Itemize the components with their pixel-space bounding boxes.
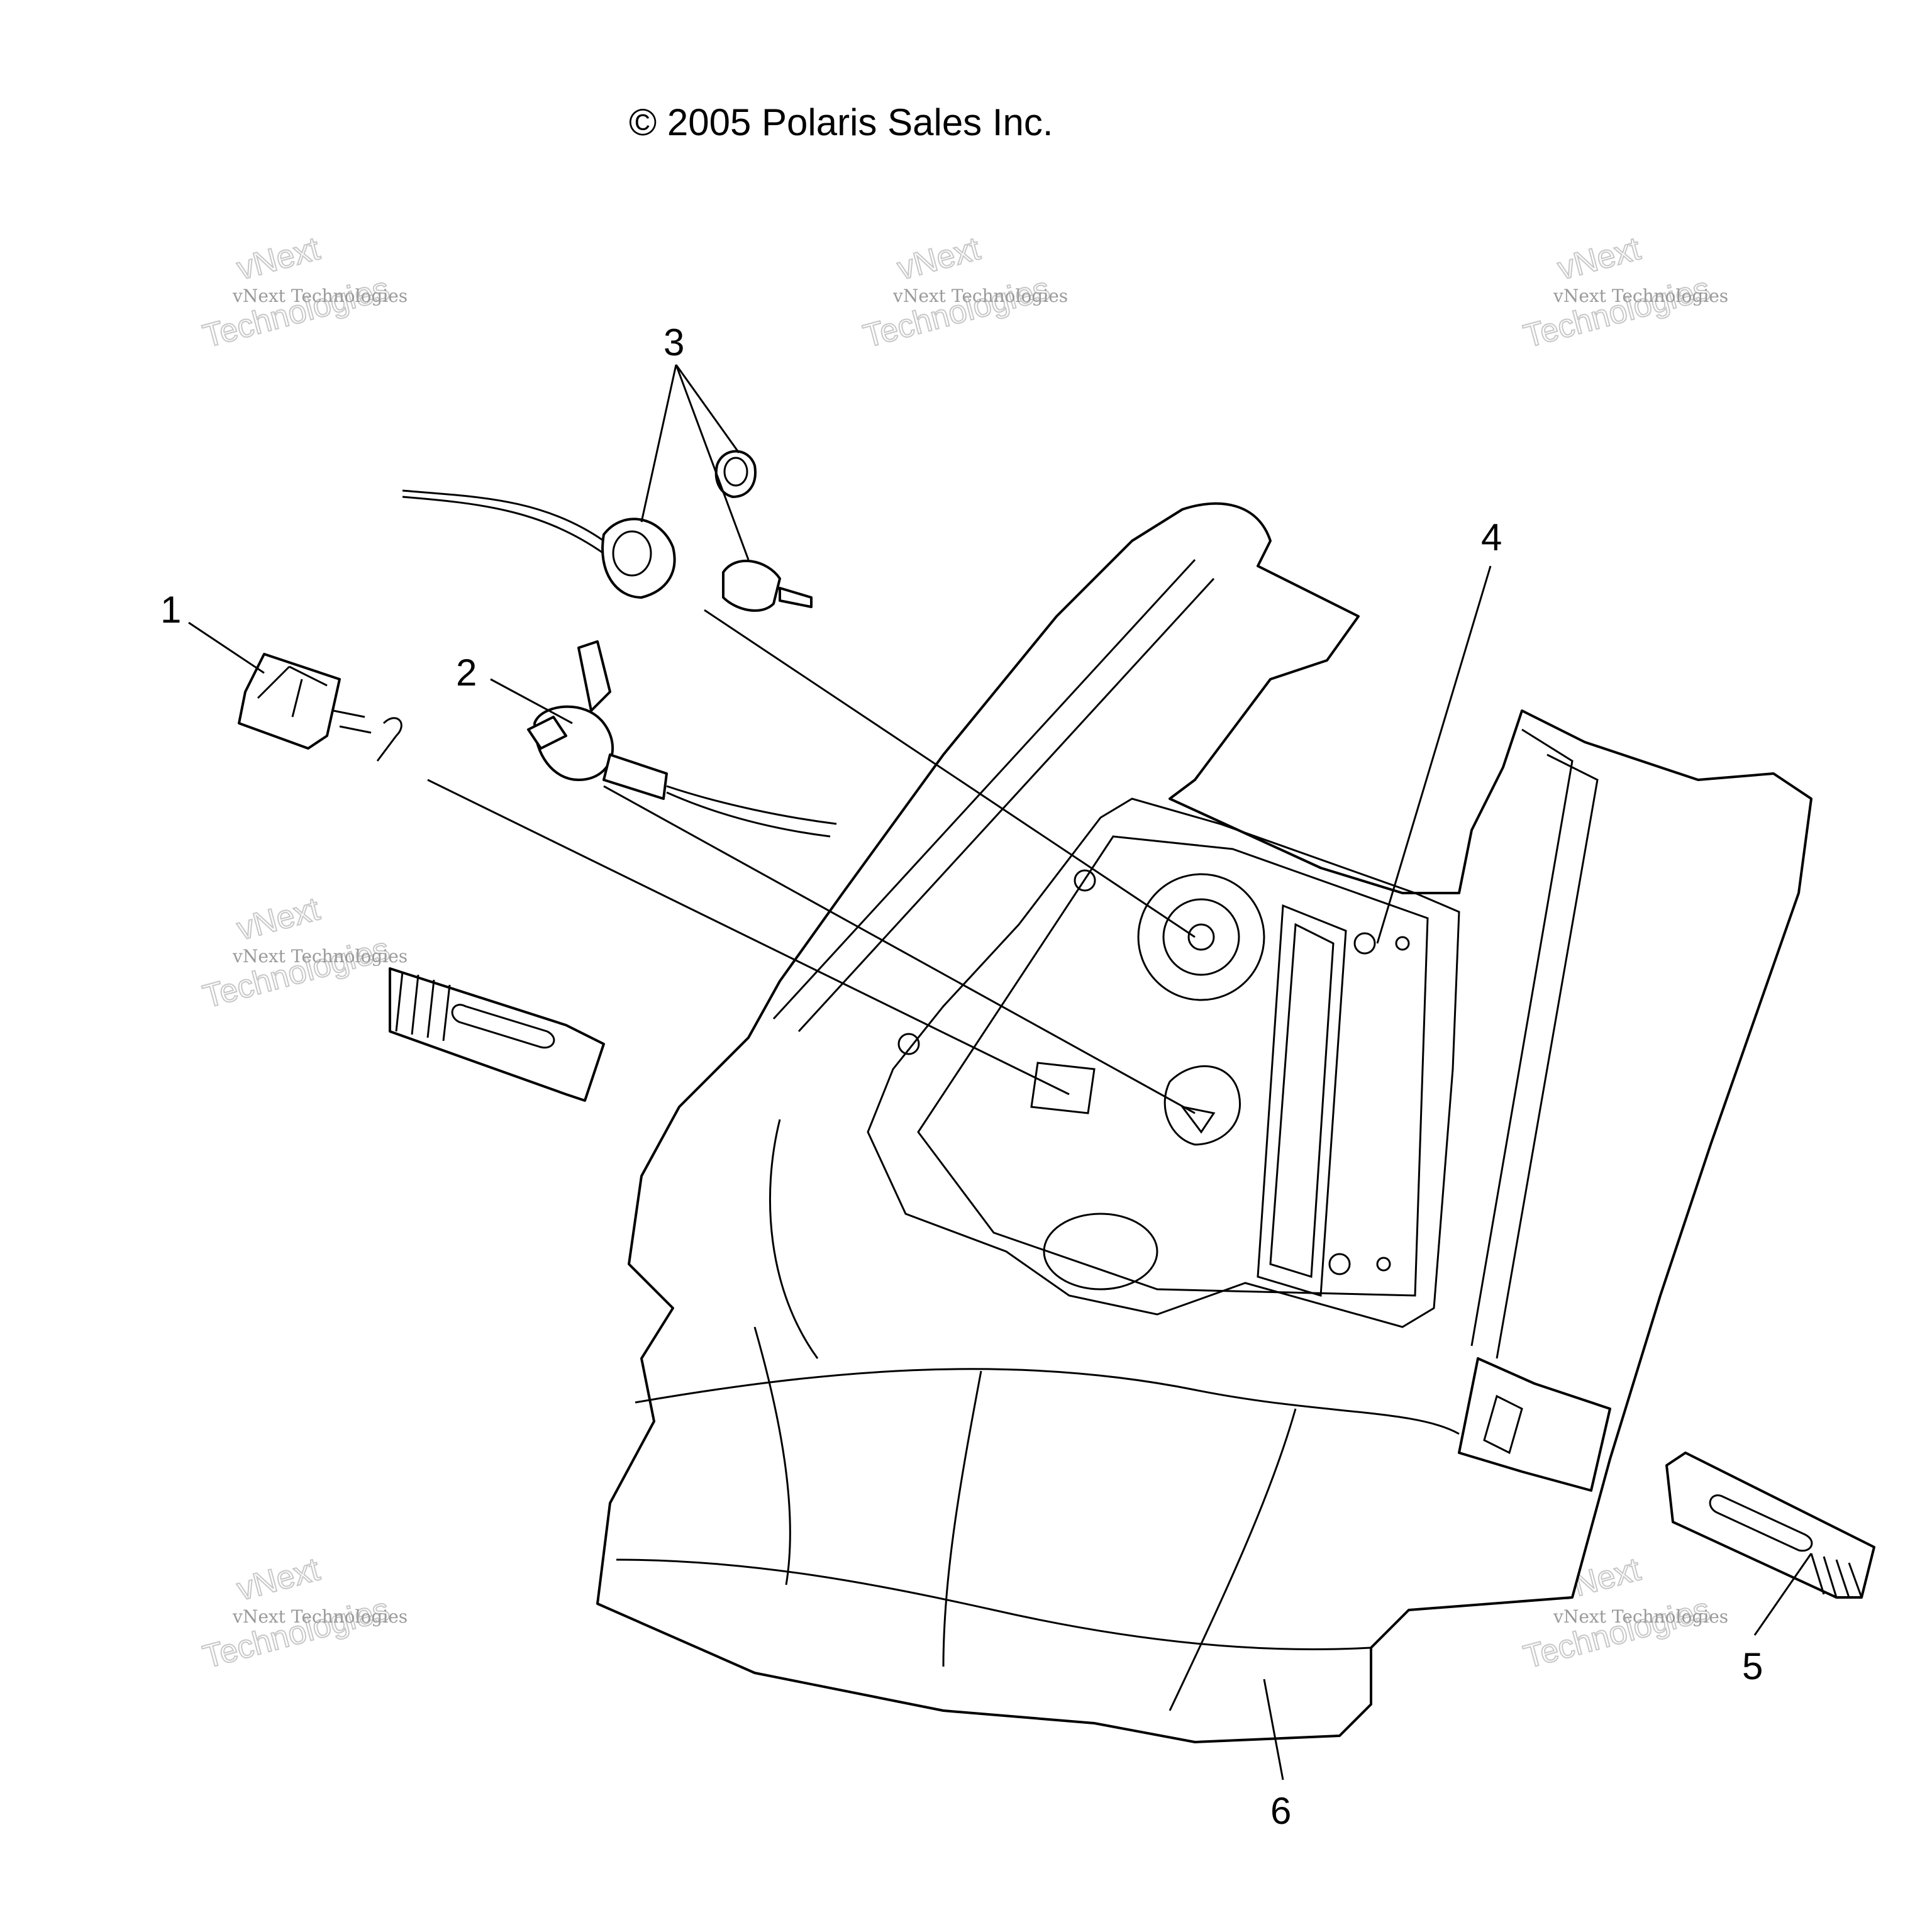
copyright-notice: © 2005 Polaris Sales Inc.: [629, 101, 1053, 143]
part-2-switch: [527, 640, 837, 838]
strap-left: [389, 967, 605, 1102]
part-1-switch: [238, 653, 402, 762]
watermark-text: Technologies: [860, 270, 1053, 355]
watermark-text: vNext: [1554, 230, 1645, 287]
watermark-text: vNext: [894, 230, 984, 287]
watermark-text: Technologies: [199, 270, 393, 355]
watermark-text: Technologies: [199, 931, 393, 1016]
watermark-text: vNext: [233, 891, 324, 948]
callout-2: 2: [456, 652, 477, 694]
watermark-text: vNext Technologies: [1553, 286, 1728, 306]
callout-3: 3: [663, 321, 684, 364]
part-6-housing: [596, 502, 1813, 1743]
watermark-text: Technologies: [1520, 1591, 1714, 1676]
part-5-strap: [1665, 1452, 1875, 1599]
watermark-text: vNext Technologies: [892, 286, 1068, 306]
callout-6: 6: [1270, 1790, 1291, 1832]
watermark-text: vNext Technologies: [232, 1606, 408, 1627]
leader-lines: [188, 364, 1813, 1780]
callout-4: 4: [1481, 516, 1502, 558]
watermark-text: vNext Technologies: [1553, 1606, 1728, 1627]
watermark-text: Technologies: [1520, 270, 1714, 355]
watermark-text: vNext Technologies: [232, 286, 408, 306]
watermark-text: vNext: [233, 230, 324, 287]
part-3-hardware: [402, 450, 813, 612]
callout-1: 1: [160, 589, 181, 631]
callout-5: 5: [1742, 1645, 1763, 1687]
callouts: 1 2 3 4 5 6: [160, 321, 1763, 1832]
watermark-text: Technologies: [199, 1591, 393, 1676]
watermark-text: vNext Technologies: [232, 946, 408, 967]
watermark-text: vNext: [233, 1551, 324, 1608]
